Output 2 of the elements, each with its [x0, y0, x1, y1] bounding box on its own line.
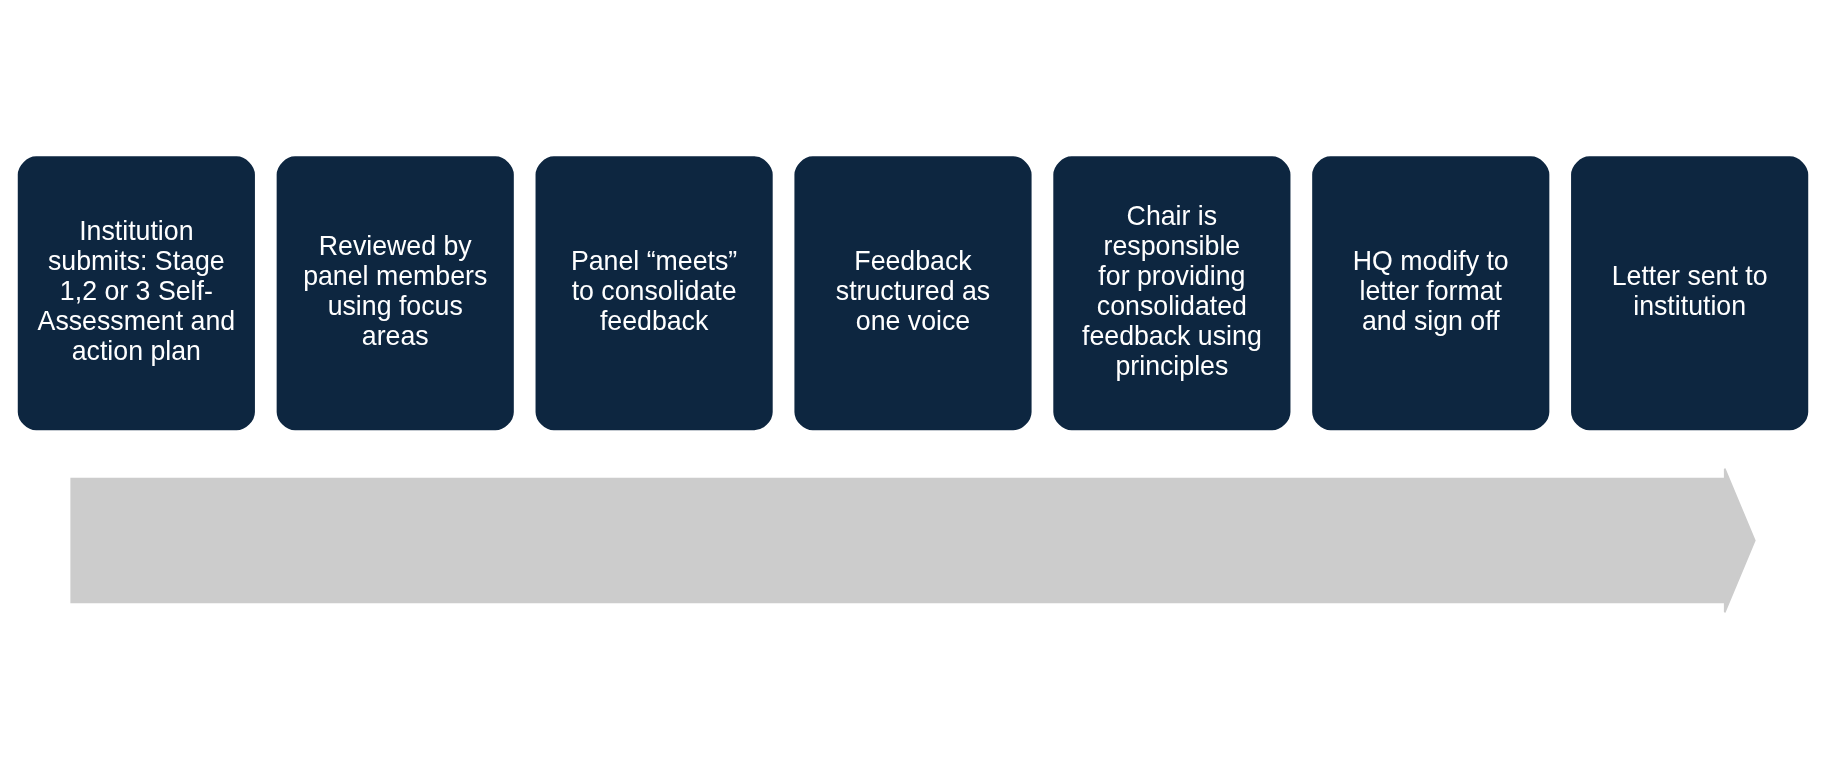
node-box: Feedback structured as one voice: [791, 153, 1035, 434]
node-arrow: [70, 467, 1756, 614]
